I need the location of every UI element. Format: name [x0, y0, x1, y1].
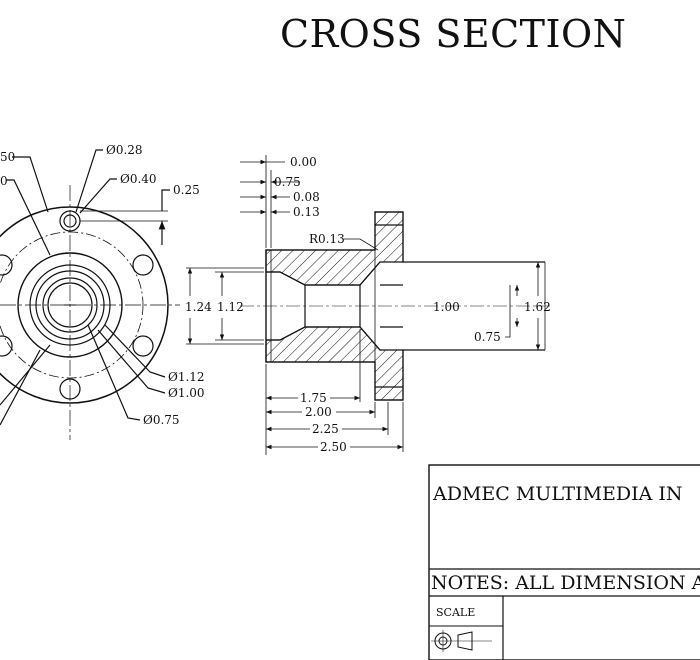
label-top-1: 0.75: [274, 175, 301, 189]
label-top-2: 0.08: [293, 190, 320, 204]
label-len-2: 2.00: [305, 405, 332, 419]
front-view-labels: 50 0 Ø0.28 Ø0.40 0.25 Ø1.12 Ø1.00 Ø0.75: [0, 143, 205, 427]
section-hatch-top: [265, 211, 404, 286]
label-len-3: 2.25: [312, 422, 339, 436]
section-dimensions: [186, 155, 541, 455]
scale-label: SCALE: [436, 606, 475, 619]
title-block-frame: [428, 464, 700, 660]
label-len-4: 2.50: [320, 440, 347, 454]
bolt-hole: [0, 254, 13, 276]
label-bore-1: Ø1.12: [168, 370, 205, 384]
label-right-outer: 1.62: [524, 300, 551, 314]
label-left-outer: 1.24: [185, 300, 212, 314]
label-radius: R0.13: [309, 232, 345, 246]
bolt-hole: [132, 254, 154, 276]
title-block-text: ADMEC MULTIMEDIA IN NOTES: ALL DIMENSION…: [431, 483, 700, 619]
leader-offset: [161, 189, 170, 211]
label-hole-spot-dia: Ø0.40: [120, 172, 157, 186]
label-bolt-hole-dia: Ø0.28: [106, 143, 143, 157]
bore-circle-4: [47, 282, 93, 328]
bolt-hole: [0, 335, 13, 357]
leader-bore-3: [87, 324, 141, 421]
leader-bolt-hole-dia: [75, 149, 103, 213]
section-hatch-bottom: [265, 326, 404, 401]
leader-radius: [343, 238, 379, 251]
section-labels: 0.00 0.75 0.08 0.13 R0.13 1.24 1.12 1.00…: [185, 155, 551, 454]
label-top-3: 0.13: [293, 205, 320, 219]
drawing-title: CROSS SECTION: [280, 12, 627, 56]
leader-left-2: [0, 349, 41, 426]
leader-partial-2: [6, 179, 51, 256]
label-bore-3: Ø0.75: [143, 413, 180, 427]
leader-left-1: [0, 344, 51, 406]
bolt-hole: [132, 335, 154, 357]
outer-profile-bottom: [265, 250, 545, 401]
section-view: [240, 211, 550, 401]
notes-text: NOTES: ALL DIMENSION AR: [431, 572, 700, 594]
label-bore-2: Ø1.00: [168, 386, 205, 400]
projection-symbol-icon: [431, 630, 492, 652]
leader-hole-spot: [79, 178, 117, 214]
company-name: ADMEC MULTIMEDIA IN: [432, 483, 683, 505]
leader-bore-2: [97, 329, 166, 394]
leader-partial-1: [12, 156, 49, 213]
leader-right-small: [505, 285, 511, 338]
label-len-1: 1.75: [300, 391, 327, 405]
label-right-small: 0.75: [474, 330, 501, 344]
label-offset: 0.25: [173, 183, 200, 197]
label-left-inner: 1.12: [217, 300, 244, 314]
label-right-inner: 1.00: [433, 300, 460, 314]
title-block: [428, 464, 700, 660]
label-partial-1: 50: [0, 150, 15, 164]
leader-bore-1: [104, 324, 166, 378]
label-partial-2: 0: [0, 174, 8, 188]
front-view: [0, 149, 180, 440]
label-top-0: 0.00: [290, 155, 317, 169]
